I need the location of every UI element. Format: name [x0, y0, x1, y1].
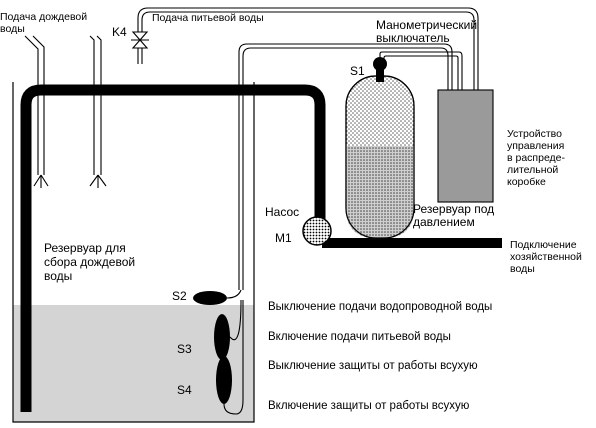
- household-label-3: воды: [510, 263, 535, 275]
- reservoir-label-2: сбора дождевой: [44, 255, 135, 269]
- drinking-supply-label: Подача питьевой воды: [152, 12, 264, 24]
- float-switch-s2: [193, 289, 242, 305]
- float-state-s4-on: Включение защиты от работы всухую: [268, 400, 470, 412]
- reservoir-label-1: Резервуар для: [44, 241, 126, 255]
- suction-pipe: [20, 84, 326, 412]
- s1-label: S1: [350, 64, 365, 78]
- pressure-tank: [345, 75, 415, 239]
- control-unit-label-5: коробке: [507, 176, 546, 188]
- float-state-s2: Выключение подачи водопроводной воды: [268, 301, 492, 313]
- valve-k4-label: K4: [112, 25, 127, 39]
- control-unit: [437, 89, 494, 203]
- float-switch-cable: [238, 43, 453, 290]
- pressure-tank-label-1: Резервуар под: [413, 202, 494, 216]
- reservoir-label-3: воды: [44, 269, 72, 283]
- pressure-switch-wire: [379, 51, 463, 90]
- pressure-switch-label-2: выключатель: [376, 31, 450, 45]
- household-label-2: хозяйственной: [510, 251, 582, 263]
- inlet-spray-marks: [33, 174, 107, 188]
- float-switch-s3: [214, 299, 242, 360]
- household-pipe: [322, 238, 502, 248]
- rainwater-reservoir: [12, 82, 255, 423]
- pressure-tank-label-2: давлением: [413, 215, 475, 229]
- pressure-switch-s1: [373, 57, 387, 82]
- control-unit-label-1: Устройство: [507, 128, 562, 140]
- s3-label: S3: [177, 342, 192, 356]
- control-unit-label-4: лительной: [507, 164, 558, 176]
- s2-label: S2: [172, 289, 187, 303]
- pump-m1: [302, 216, 332, 246]
- float-switch-s4: [216, 300, 244, 415]
- control-unit-label-3: в распреде-: [507, 152, 566, 164]
- m1-label: M1: [275, 231, 292, 245]
- valve-k4: [131, 31, 149, 49]
- float-state-s4-off: Выключение защиты от работы всухую: [268, 360, 478, 372]
- household-label-1: Подключение: [510, 239, 577, 251]
- drinking-water-pipe: [137, 7, 479, 90]
- control-unit-label-2: управления: [507, 140, 564, 152]
- float-state-s3: Включение подачи питьевой воды: [268, 331, 451, 343]
- reservoir-water: [13, 305, 254, 422]
- rain-supply-label-2: воды: [0, 23, 25, 35]
- rain-supply-pipes: [24, 35, 102, 175]
- pump-label: Насос: [265, 205, 299, 219]
- pressure-switch-label-1: Манометрический: [376, 18, 477, 32]
- rain-supply-label-1: Подача дождевой: [0, 11, 87, 23]
- s4-label: S4: [177, 383, 192, 397]
